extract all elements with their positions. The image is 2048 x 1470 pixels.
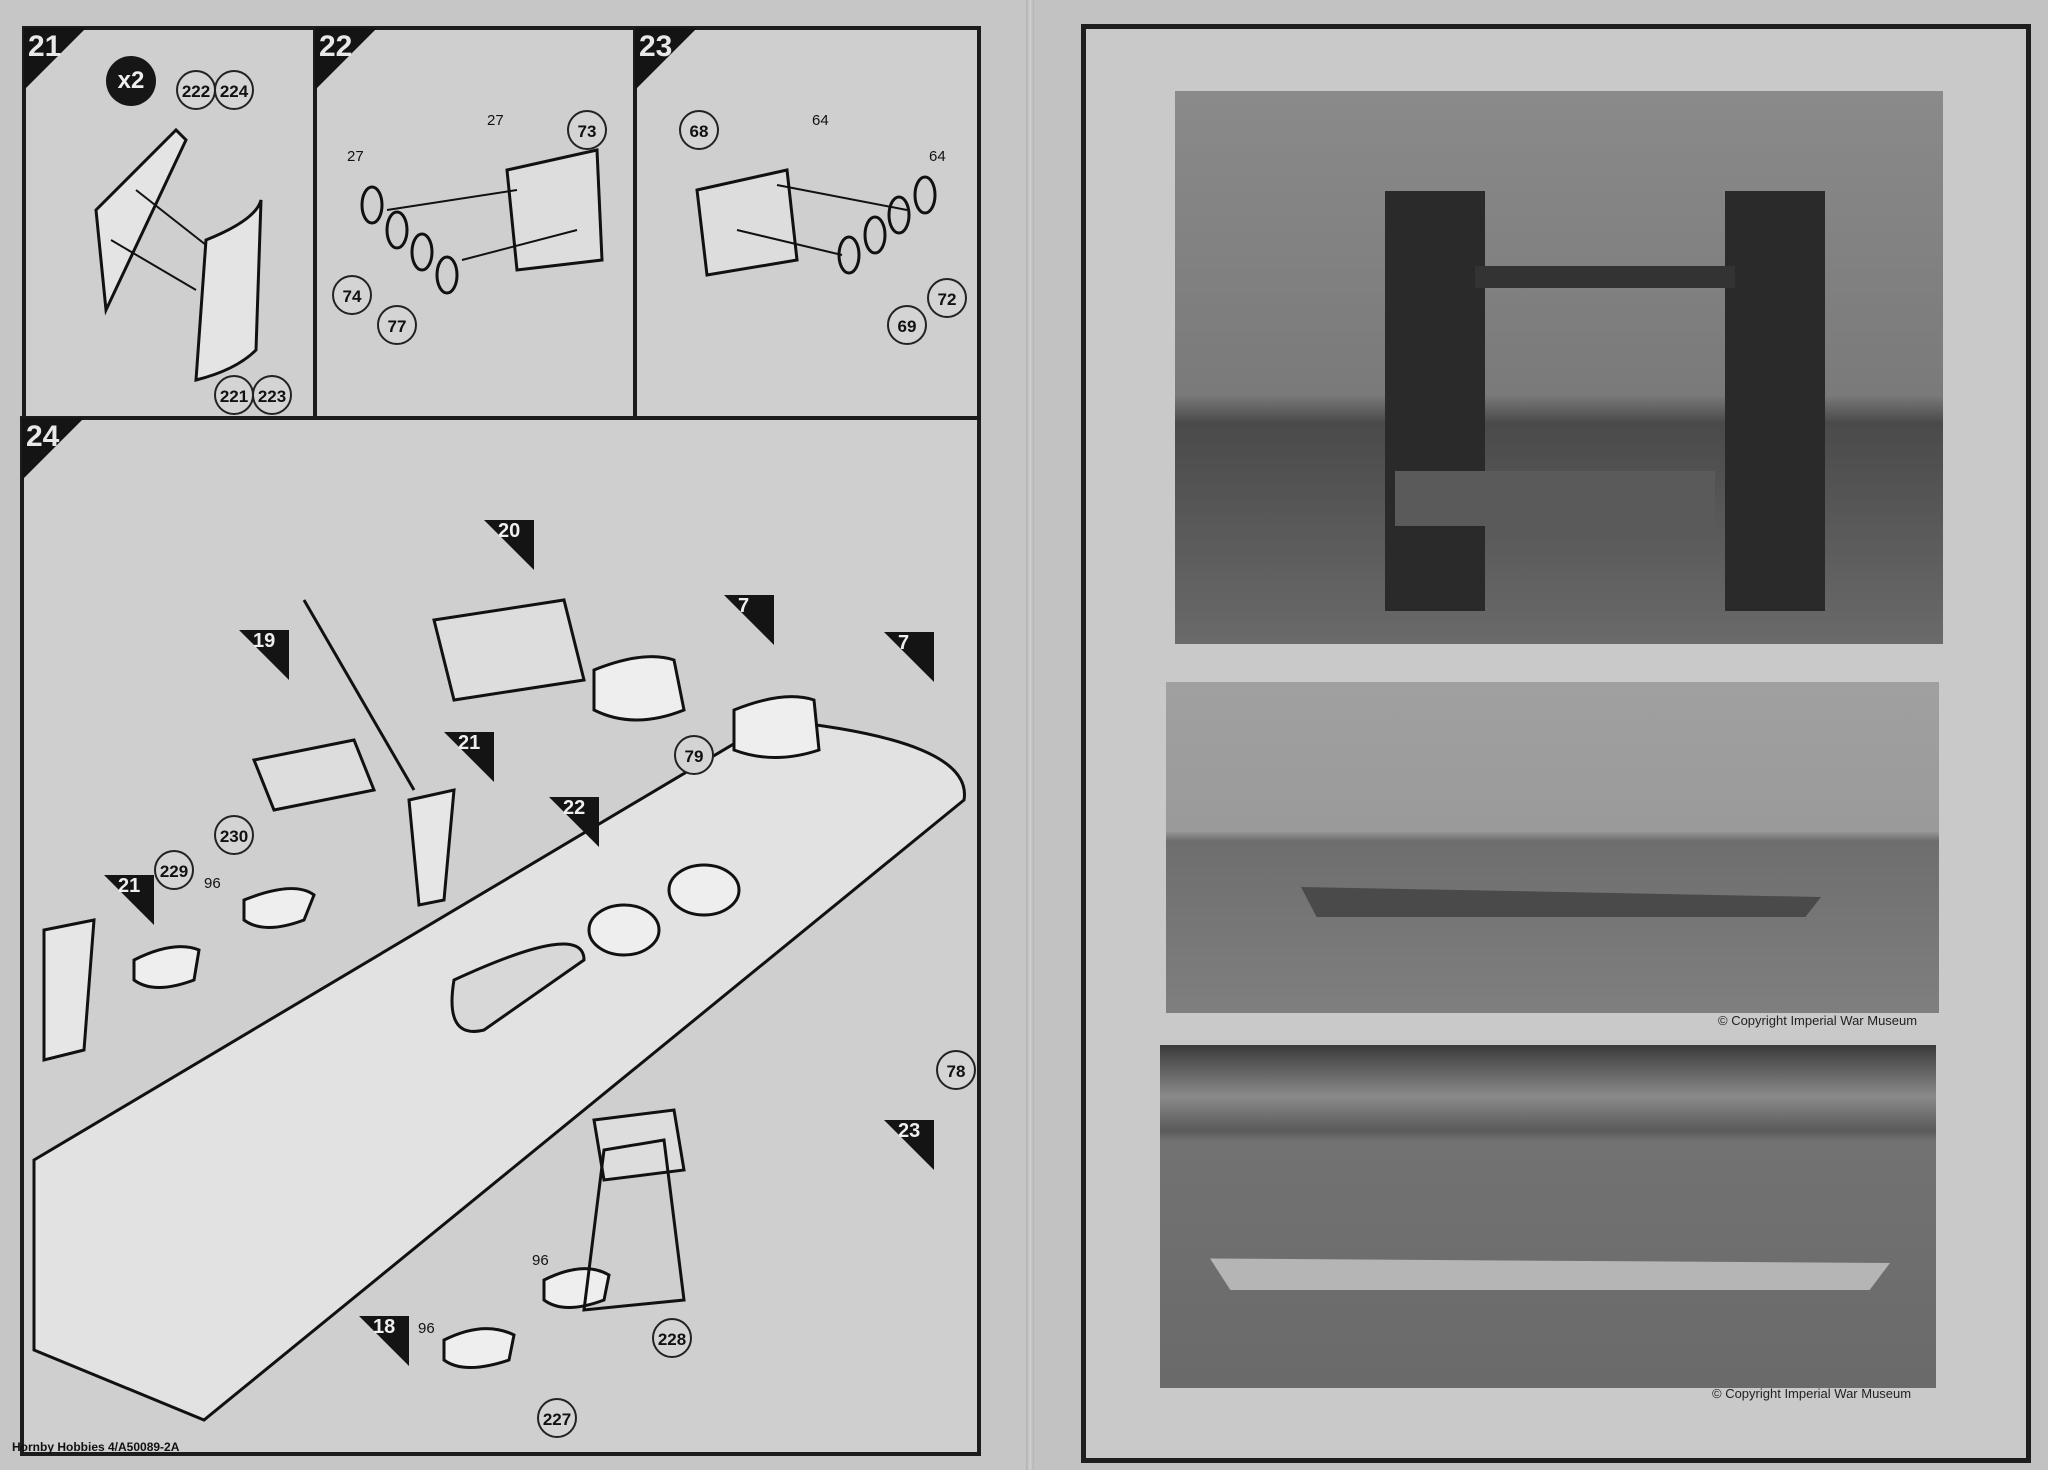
- quantity-badge: x2: [106, 56, 156, 106]
- bridge-tower-left: [1385, 191, 1485, 611]
- ship-silhouette: [1395, 471, 1715, 526]
- funnel-cap-drawing: [94, 127, 263, 382]
- part-number: 221: [214, 375, 254, 415]
- step-number-badge: 21: [24, 28, 86, 90]
- step-number-badge: 24: [22, 418, 84, 480]
- sub-assembly-ref: 23: [884, 1120, 934, 1170]
- sub-assembly-ref: 21: [444, 732, 494, 782]
- kit-reference-footer: Hornby Hobbies 4/A50089-2A: [12, 1440, 180, 1454]
- photo-credit: © Copyright Imperial War Museum: [1718, 1013, 1918, 1028]
- bridge-tower-right: [1725, 191, 1825, 611]
- part-number: 229: [154, 850, 194, 890]
- step-number-badge: 22: [315, 28, 377, 90]
- part-number: 227: [537, 1398, 577, 1438]
- sub-assembly-ref: 18: [359, 1316, 409, 1366]
- photo-camouflaged-cruiser: [1166, 682, 1939, 1013]
- step-number: 22: [319, 30, 353, 63]
- sub-assembly-ref: 19: [239, 630, 289, 680]
- step-number: 21: [28, 30, 62, 63]
- carley-float-drawing: [360, 148, 604, 295]
- sub-assembly-ref: 7: [724, 595, 774, 645]
- step-24-panel: 24 20 19 7 7 21 21 22 23 18 79 230 229 9…: [20, 416, 981, 1456]
- part-number: 96: [418, 1320, 435, 1337]
- ship-silhouette: [1210, 1258, 1890, 1290]
- part-number: 78: [936, 1050, 976, 1090]
- part-number: 68: [679, 110, 719, 150]
- step-21-panel: 21 x2 222 224 221 223: [22, 26, 317, 420]
- sub-assembly-ref: 7: [884, 632, 934, 682]
- part-number: 230: [214, 815, 254, 855]
- part-number: 77: [377, 305, 417, 345]
- sub-assembly-ref: 22: [549, 797, 599, 847]
- carley-float-drawing: [695, 168, 937, 277]
- part-number: 72: [927, 278, 967, 318]
- step-number: 23: [639, 30, 673, 63]
- photo-credit: © Copyright Imperial War Museum: [1712, 1386, 1912, 1401]
- part-number: 222: [176, 70, 216, 110]
- step-22-panel: 22 27 27 73 74 77: [313, 26, 637, 420]
- part-number: 224: [214, 70, 254, 110]
- part-number: 79: [674, 735, 714, 775]
- part-number: 74: [332, 275, 372, 315]
- photo-tower-bridge: [1175, 91, 1943, 644]
- photo-cruiser-at-anchor: [1160, 1045, 1936, 1388]
- part-number: 64: [929, 148, 946, 165]
- sub-assembly-ref: 20: [484, 520, 534, 570]
- sub-assembly-ref: 21: [104, 875, 154, 925]
- part-number: 64: [812, 112, 829, 129]
- part-number: 27: [487, 112, 504, 129]
- part-number: 96: [532, 1252, 549, 1269]
- ship-hull-drawing: [32, 598, 966, 1422]
- ship-silhouette: [1301, 887, 1821, 917]
- part-number: 73: [567, 110, 607, 150]
- page-fold: [1026, 0, 1034, 1470]
- step-number: 24: [26, 420, 60, 453]
- step-number-badge: 23: [635, 28, 697, 90]
- part-number: 228: [652, 1318, 692, 1358]
- step-23-panel: 23 68 64 64 72 69: [633, 26, 981, 420]
- part-number: 69: [887, 305, 927, 345]
- part-number: 223: [252, 375, 292, 415]
- part-number: 96: [204, 875, 221, 892]
- bridge-walkway: [1475, 266, 1735, 288]
- part-number: 27: [347, 148, 364, 165]
